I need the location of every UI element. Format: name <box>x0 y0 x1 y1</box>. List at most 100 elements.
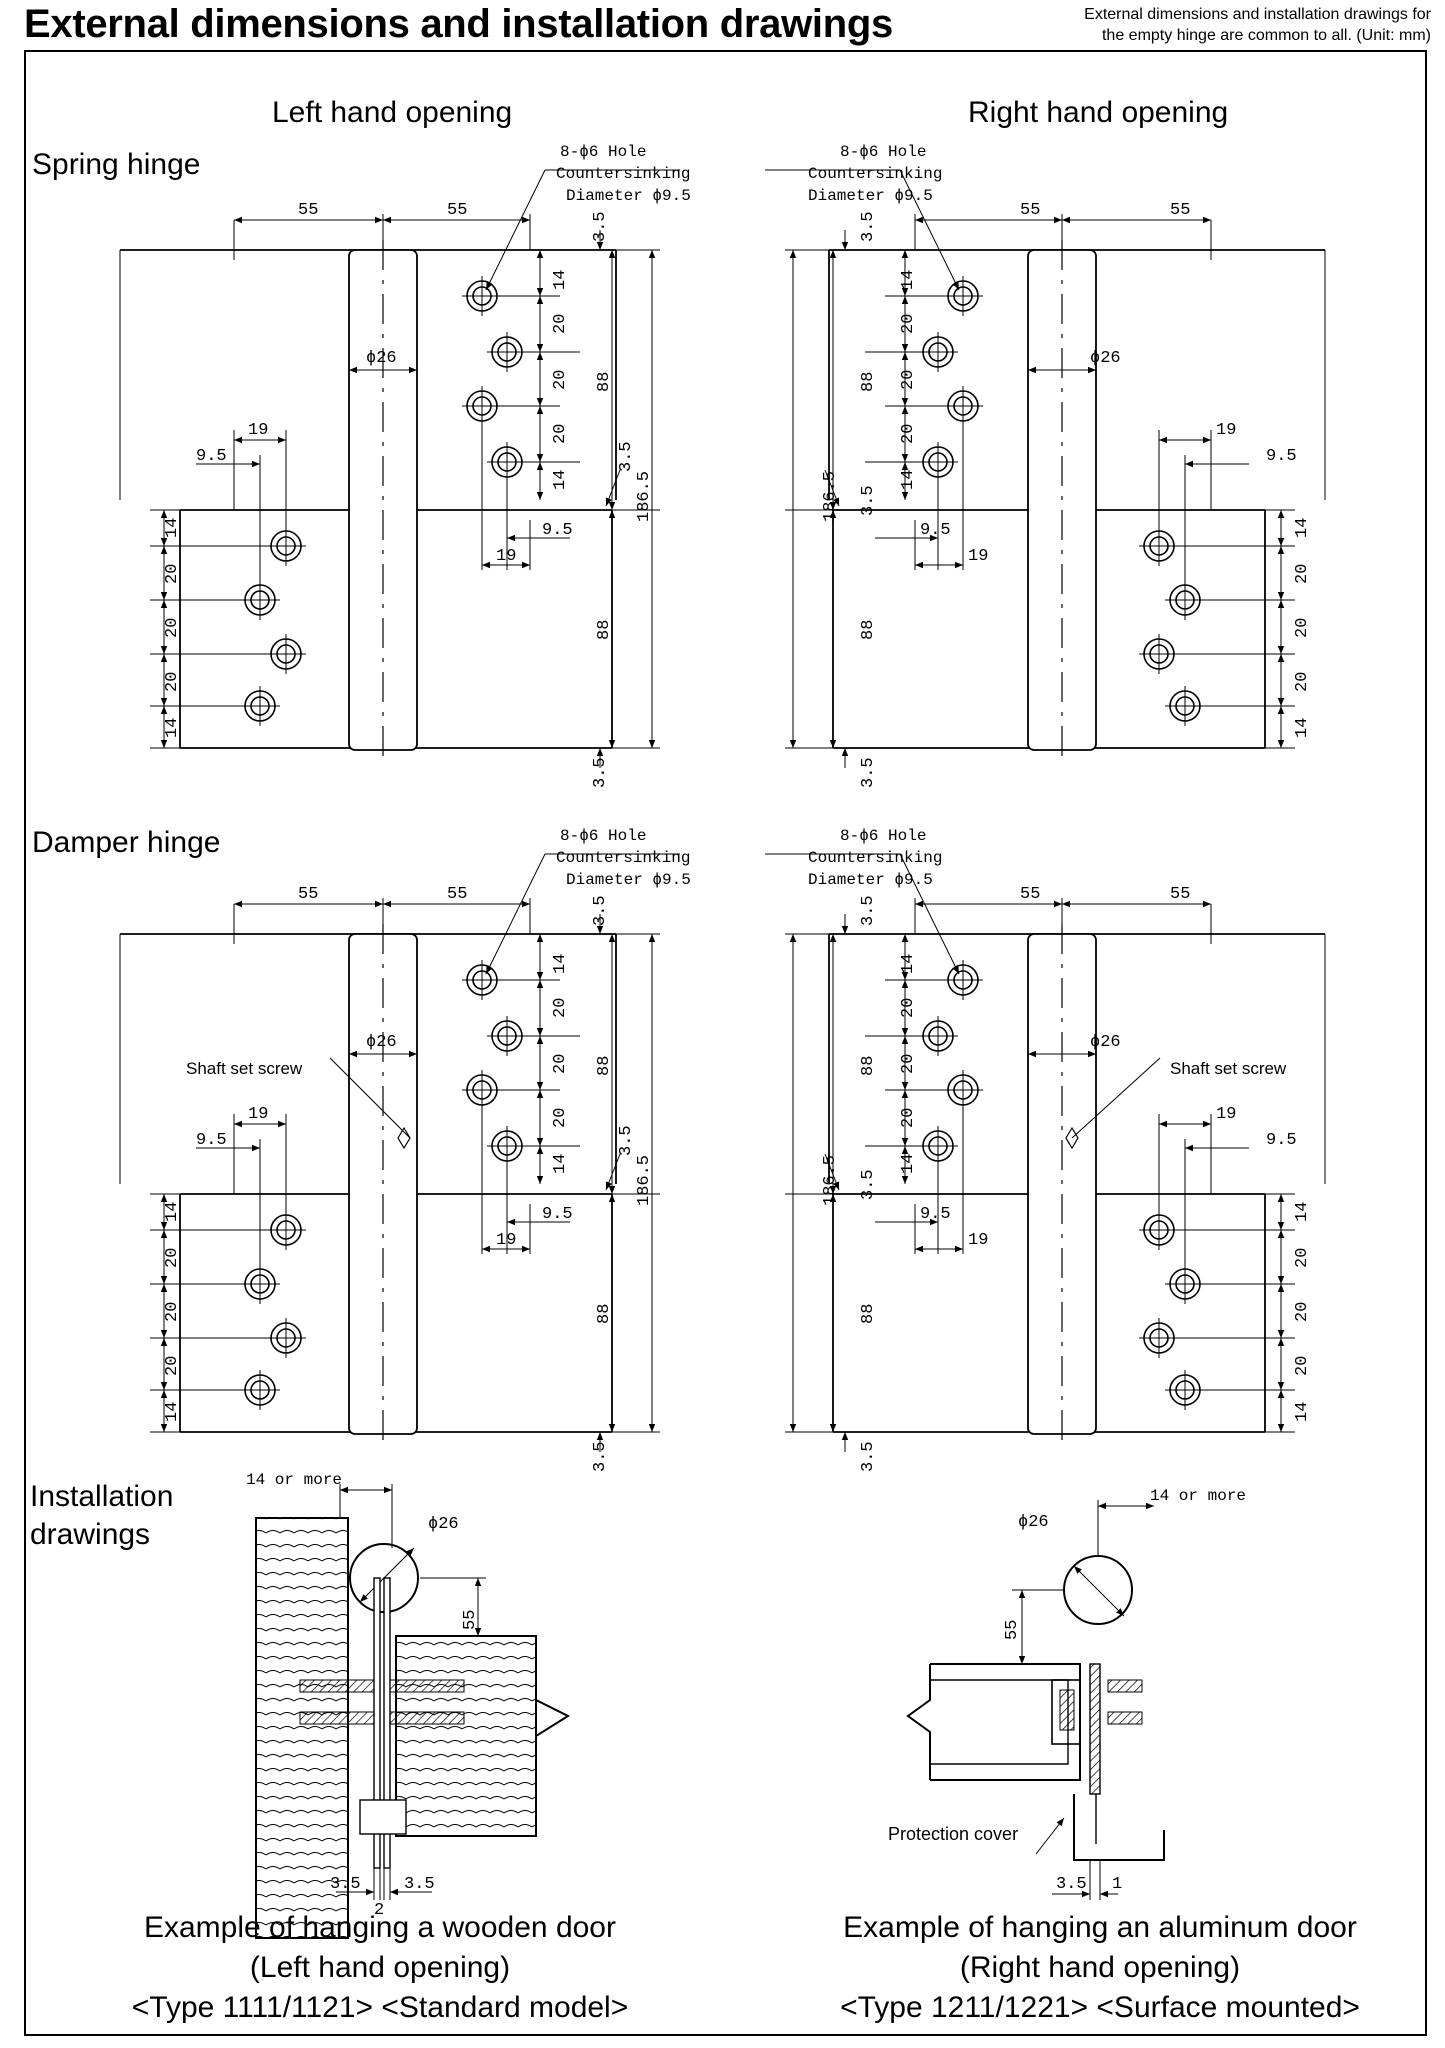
wood-screw-2 <box>299 1711 375 1725</box>
dim-9.5-lower: 9.5 <box>1266 447 1297 466</box>
dim-14-l2: 14 <box>163 718 182 738</box>
wooden-door-installation-drawing <box>255 1484 571 1939</box>
hole-spec: 8-ϕ6 Hole <box>560 143 646 161</box>
aluminum-door-installation-drawing <box>906 1500 1165 1900</box>
dim-88-upper: 88 <box>595 1056 614 1076</box>
dim-20-u3: 20 <box>551 1108 570 1128</box>
page-title: External dimensions and installation dra… <box>24 2 893 46</box>
dim-20-u3: 20 <box>899 1108 918 1128</box>
diameter-spec: Diameter ϕ9.5 <box>808 871 933 889</box>
dim-19-upper: 19 <box>968 547 988 566</box>
dim-phi26: ϕ26 <box>1090 349 1121 368</box>
door-jamb <box>255 1517 349 1939</box>
dim-14-l1: 14 <box>1293 518 1312 538</box>
dim-1-install-right: 1 <box>1112 1875 1122 1894</box>
dim-186.5: 186.5 <box>821 1155 840 1206</box>
dim-14-u2: 14 <box>899 1154 918 1174</box>
pivot-block <box>359 1799 407 1835</box>
dim-186.5: 186.5 <box>635 471 654 522</box>
dim-20-l2: 20 <box>1293 1302 1312 1322</box>
dim-3.5-top: 3.5 <box>591 895 610 926</box>
dim-3.5-install-left-a: 3.5 <box>330 1875 361 1894</box>
dim-14-l1: 14 <box>1293 1202 1312 1222</box>
countersink-spec: Countersinking <box>808 165 942 183</box>
hinge-leaf <box>1089 1663 1101 1795</box>
shaft-set-screw-label-right: Shaft set screw <box>1170 1059 1287 1078</box>
diameter-spec: Diameter ϕ9.5 <box>566 871 691 889</box>
bolt-2 <box>1107 1711 1143 1725</box>
countersink-spec: Countersinking <box>556 849 690 867</box>
dim-55-a: 55 <box>1020 201 1040 220</box>
dim-19-lower: 19 <box>1216 421 1236 440</box>
hole-spec: 8-ϕ6 Hole <box>840 143 926 161</box>
protection-cover <box>1073 1794 1165 1861</box>
dim-19-upper: 19 <box>496 1231 516 1250</box>
damper-left-dimension-labels: 55 55 ϕ26 19 9.5 19 9.5 3.5 3.5 3.5 88 8… <box>163 885 654 1472</box>
dim-88-lower: 88 <box>859 1304 878 1324</box>
dim-88-lower: 88 <box>595 1304 614 1324</box>
unit-note-line1: External dimensions and installation dra… <box>1084 6 1431 23</box>
dim-9.5-upper: 9.5 <box>920 1205 951 1224</box>
hole-spec: 8-ϕ6 Hole <box>560 827 646 845</box>
wooden-door-caption-line1: Example of hanging a wooden door <box>143 1911 616 1944</box>
wood-screw-1 <box>299 1679 375 1693</box>
dim-9.5-upper: 9.5 <box>542 1205 573 1224</box>
dim-phi26: ϕ26 <box>1090 1033 1121 1052</box>
dim-55-b: 55 <box>1170 885 1190 904</box>
countersink-spec: Countersinking <box>808 849 942 867</box>
spring-hinge-left-drawing <box>120 170 680 768</box>
dim-phi26: ϕ26 <box>366 1033 397 1052</box>
diameter-spec: Diameter ϕ9.5 <box>566 187 691 205</box>
aluminum-door-dimension-labels: 14 or more ϕ26 55 Protection cover 3.5 1 <box>888 1487 1246 1894</box>
dim-14-l2: 14 <box>1293 1402 1312 1422</box>
diameter-spec: Diameter ϕ9.5 <box>808 187 933 205</box>
mounting-block <box>1051 1679 1081 1745</box>
shaft-set-screw-leader-left <box>329 1057 411 1139</box>
dim-3.5-top: 3.5 <box>859 211 878 242</box>
break-line <box>535 1636 571 1836</box>
dim-20-u1: 20 <box>899 314 918 334</box>
drawing-frame <box>24 50 1427 2036</box>
shaft-set-screw-right <box>1065 1126 1079 1150</box>
dim-20-u2: 20 <box>551 1054 570 1074</box>
dim-55-install-left: 55 <box>461 1610 480 1630</box>
wood-screw-4 <box>389 1711 465 1725</box>
dim-20-l2: 20 <box>163 1302 182 1322</box>
dim-3.5-install-right: 3.5 <box>1056 1875 1087 1894</box>
bolt-1 <box>1107 1679 1143 1693</box>
dim-3.5-mid: 3.5 <box>859 485 878 516</box>
dim-20-l3: 20 <box>1293 672 1312 692</box>
damper-hinge-right-drawing <box>765 854 1325 1452</box>
dim-20-u3: 20 <box>899 424 918 444</box>
dim-20-u1: 20 <box>899 998 918 1018</box>
installation-heading: Installation drawings <box>30 1478 173 1554</box>
dim-20-u2: 20 <box>899 370 918 390</box>
dim-2-install-left: 2 <box>374 1901 384 1920</box>
unit-note: External dimensions and installation dra… <box>1084 4 1431 46</box>
dim-14-u2: 14 <box>899 470 918 490</box>
fourteen-or-more-right: 14 or more <box>1150 1487 1246 1505</box>
countersink-spec: Countersinking <box>556 165 690 183</box>
damper-right-hole-callout: 8-ϕ6 Hole Countersinking Diameter ϕ9.5 <box>808 827 942 889</box>
dim-20-l1: 20 <box>1293 1248 1312 1268</box>
dim-14-l2: 14 <box>1293 718 1312 738</box>
dim-3.5-mid: 3.5 <box>617 441 636 472</box>
dim-3.5-bot: 3.5 <box>859 757 878 788</box>
dim-14-u1: 14 <box>551 954 570 974</box>
dim-3.5-mid: 3.5 <box>617 1125 636 1156</box>
dim-88-upper: 88 <box>595 372 614 392</box>
nut-plate <box>1059 1689 1075 1731</box>
dim-20-u1: 20 <box>551 314 570 334</box>
dim-19-upper: 19 <box>968 1231 988 1250</box>
dim-9.5-upper: 9.5 <box>542 521 573 540</box>
dim-14-u1: 14 <box>899 270 918 290</box>
wood-screw-3 <box>389 1679 465 1693</box>
aluminum-door-caption-line2: (Right hand opening) <box>959 1951 1241 1984</box>
dim-20-l1: 20 <box>163 1248 182 1268</box>
dim-9.5-lower: 9.5 <box>196 1131 227 1150</box>
dim-20-u1: 20 <box>551 998 570 1018</box>
left-column-heading: Left hand opening <box>272 96 513 129</box>
damper-right-dimension-labels: 55 55 ϕ26 19 9.5 19 9.5 3.5 3.5 3.5 88 8… <box>821 885 1312 1472</box>
dim-19-lower: 19 <box>248 421 268 440</box>
